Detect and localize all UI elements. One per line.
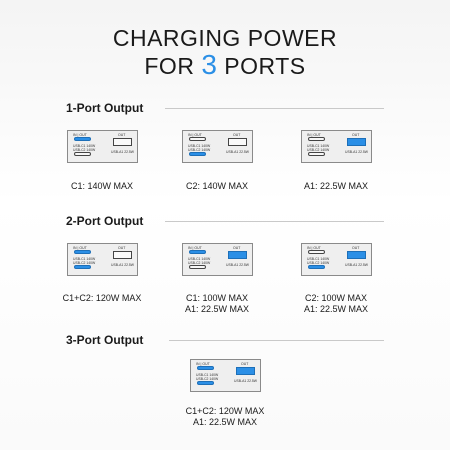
title-suffix: PORTS [217, 53, 306, 79]
in-out-label: IN | OUT [73, 246, 87, 250]
output-caption: C1+C2: 120W MAX [62, 293, 142, 303]
out-label: OUT [233, 246, 241, 250]
in-out-label: IN | OUT [196, 362, 210, 366]
usb-c2-label: USB-C2 140W [307, 148, 330, 152]
output-caption: C1+C2: 120W MAX [185, 406, 265, 416]
usb-c2-port-icon [308, 152, 325, 156]
usb-c1-port-icon [189, 137, 206, 141]
usb-c1-label: USB-C1 140W [307, 257, 330, 261]
out-label: OUT [352, 246, 360, 250]
usb-c1-port-icon [308, 137, 325, 141]
usb-c2-port-icon [197, 381, 214, 385]
out-label: OUT [233, 133, 241, 137]
in-out-label: IN | OUT [307, 246, 321, 250]
usb-c1-label: USB-C1 140W [196, 373, 219, 377]
usb-c1-label: USB-C1 140W [73, 257, 96, 261]
in-out-label: IN | OUT [307, 133, 321, 137]
usb-c1-port-icon [308, 250, 325, 254]
title-port-count: 3 [201, 49, 218, 80]
section-divider [169, 340, 384, 341]
usb-c1-label: USB-C1 140W [188, 257, 211, 261]
usb-c1-label: USB-C1 140W [307, 144, 330, 148]
usb-c2-label: USB-C2 140W [196, 377, 219, 381]
usb-c2-label: USB-C2 140W [188, 148, 211, 152]
main-title-line2: FOR 3 PORTS [0, 51, 450, 80]
usb-c2-port-icon [189, 265, 206, 269]
usb-a1-label: USB-A1 22.5W [226, 150, 249, 154]
section-heading: 3-Port Output [66, 333, 144, 347]
output-caption: C2: 100W MAX [304, 293, 368, 303]
usb-a1-port-icon [347, 138, 366, 146]
out-label: OUT [352, 133, 360, 137]
in-out-label: IN | OUT [188, 133, 202, 137]
usb-a1-label: USB-A1 22.5W [345, 263, 368, 267]
main-title-line1: CHARGING POWER [112, 25, 338, 51]
usb-c1-port-icon [197, 366, 214, 370]
output-caption: C1: 100W MAX [185, 293, 249, 303]
in-out-label: IN | OUT [188, 246, 202, 250]
out-label: OUT [241, 362, 249, 366]
usb-a1-port-icon [236, 367, 255, 375]
in-out-label: IN | OUT [73, 133, 87, 137]
usb-a1-label: USB-A1 22.5W [226, 263, 249, 267]
usb-c1-port-icon [74, 137, 91, 141]
output-caption: C1: 140W MAX [70, 181, 134, 191]
usb-c2-port-icon [74, 265, 91, 269]
usb-c1-label: USB-C1 140W [188, 144, 211, 148]
section-divider [165, 108, 384, 109]
usb-c1-label: USB-C1 140W [73, 144, 96, 148]
usb-a1-label: USB-A1 22.5W [111, 263, 134, 267]
usb-a1-port-icon [113, 251, 132, 259]
usb-a1-label: USB-A1 22.5W [111, 150, 134, 154]
usb-a1-port-icon [228, 138, 247, 146]
usb-a1-port-icon [228, 251, 247, 259]
title-prefix: FOR [144, 53, 202, 79]
usb-a1-label: USB-A1 22.5W [234, 379, 257, 383]
usb-c2-port-icon [74, 152, 91, 156]
usb-c1-port-icon [74, 250, 91, 254]
output-caption: A1: 22.5W MAX [184, 304, 250, 314]
output-caption: A1: 22.5W MAX [303, 181, 369, 191]
usb-a1-port-icon [113, 138, 132, 146]
usb-a1-port-icon [347, 251, 366, 259]
usb-c1-port-icon [189, 250, 206, 254]
section-divider [165, 221, 384, 222]
usb-c2-label: USB-C2 140W [307, 261, 330, 265]
usb-c2-port-icon [189, 152, 206, 156]
section-heading: 2-Port Output [66, 214, 144, 228]
out-label: OUT [118, 133, 126, 137]
output-caption: A1: 22.5W MAX [192, 417, 258, 427]
usb-c2-label: USB-C2 140W [188, 261, 211, 265]
usb-c2-port-icon [308, 265, 325, 269]
output-caption: A1: 22.5W MAX [303, 304, 369, 314]
out-label: OUT [118, 246, 126, 250]
usb-c2-label: USB-C2 140W [73, 261, 96, 265]
output-caption: C2: 140W MAX [185, 181, 249, 191]
usb-a1-label: USB-A1 22.5W [345, 150, 368, 154]
section-heading: 1-Port Output [66, 101, 144, 115]
usb-c2-label: USB-C2 140W [73, 148, 96, 152]
